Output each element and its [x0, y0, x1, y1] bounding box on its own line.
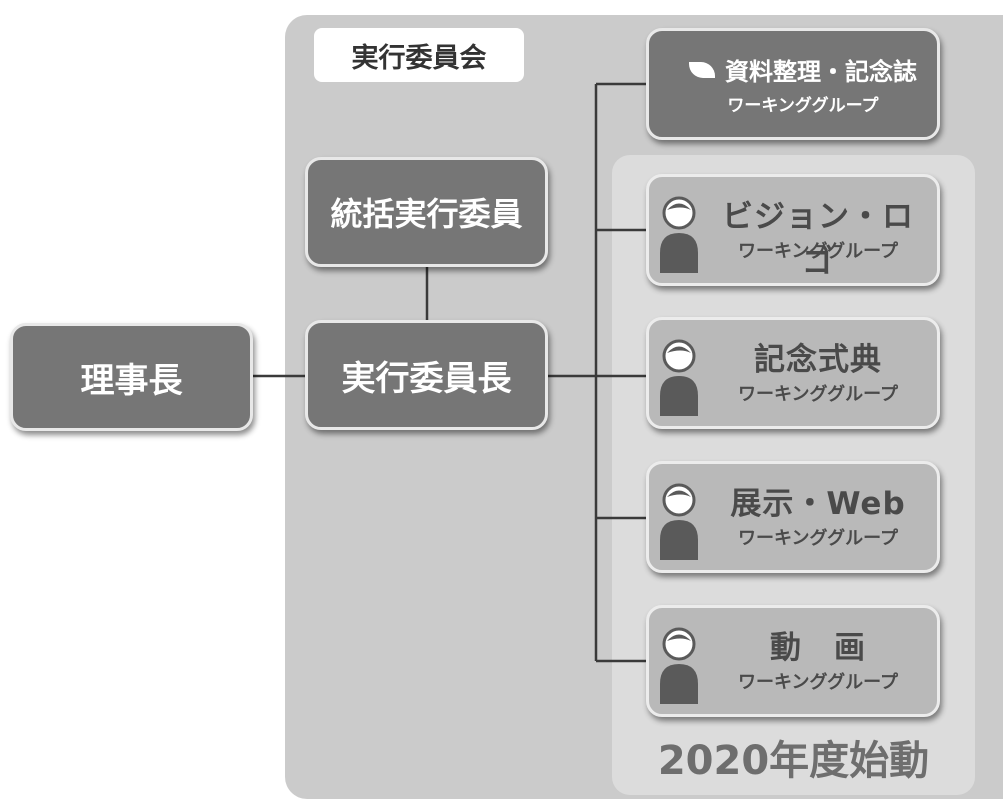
wg-archive-title: 資料整理・記念誌 — [725, 58, 917, 86]
leaf-icon — [689, 61, 715, 78]
wg-vision-node: ビジョン・ロゴ ワーキンググループ — [646, 174, 940, 286]
wg-exhibit-node: 展示・Web ワーキンググループ — [646, 461, 940, 573]
chairman-label: 理事長 — [80, 360, 183, 401]
general-member-label: 統括実行委員 — [330, 195, 523, 233]
chairman-node: 理事長 — [10, 323, 253, 431]
wg-exhibit-title: 展示・Web — [730, 486, 906, 522]
chief-node: 実行委員長 — [305, 320, 548, 430]
chief-label: 実行委員長 — [341, 358, 512, 399]
wg-exhibit-subtitle: ワーキンググループ — [737, 528, 899, 549]
wg-video-subtitle: ワーキンググループ — [737, 672, 899, 693]
wg-ceremony-subtitle: ワーキンググループ — [737, 384, 899, 405]
person-icon — [660, 196, 698, 273]
wg-archive-node: 資料整理・記念誌 ワーキンググループ — [646, 28, 940, 140]
wg-vision-title: ビジョン・ロゴ — [722, 199, 914, 280]
wg-ceremony-node: 記念式典 ワーキンググループ — [646, 317, 940, 429]
wg-vision-subtitle: ワーキンググループ — [737, 241, 899, 262]
person-icon — [660, 627, 698, 704]
wg-archive-subtitle: ワーキンググループ — [727, 96, 879, 116]
person-icon — [660, 339, 698, 416]
wg-ceremony-title: 記念式典 — [754, 342, 882, 378]
person-icon — [660, 483, 698, 560]
committee-title: 実行委員会 — [314, 28, 524, 82]
start-year-label: 2020年度始動 — [657, 738, 930, 784]
general-member-node: 統括実行委員 — [305, 157, 548, 267]
wg-video-node: 動 画 ワーキンググループ — [646, 605, 940, 717]
wg-video-title: 動 画 — [770, 630, 866, 666]
